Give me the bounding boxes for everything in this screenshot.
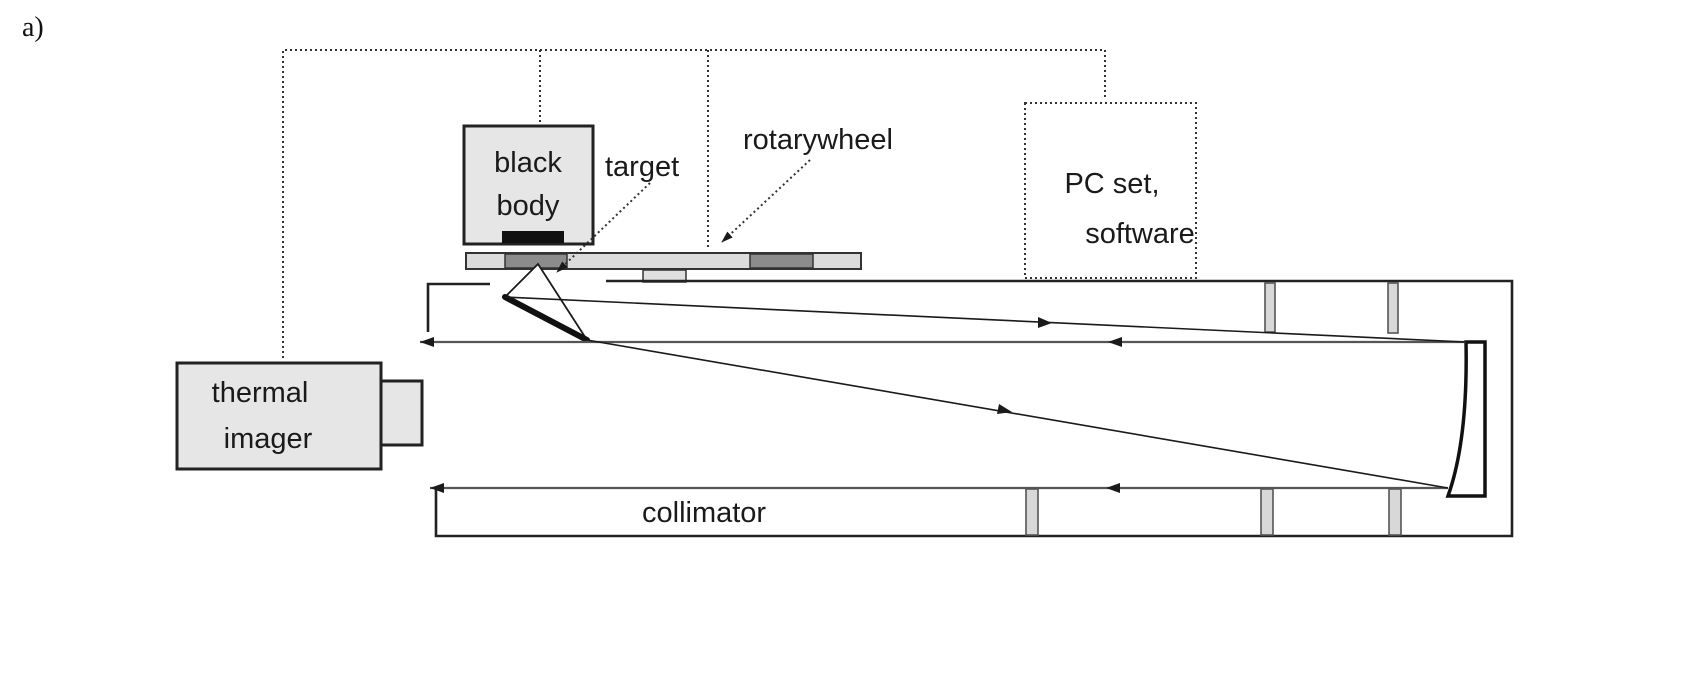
rotary-wheel-pointer-arrow	[721, 159, 811, 243]
arrow-upper-middle	[1108, 337, 1122, 347]
arrow-upper-exit	[420, 337, 434, 347]
arrow-lower-forward	[997, 404, 1012, 414]
pc-set: PC set, software	[1024, 102, 1197, 279]
thermal-imager: thermal imager	[175, 361, 424, 471]
collimator-housing	[434, 279, 1514, 538]
ray-upper-forward	[504, 296, 1467, 343]
collimator-label: collimator	[642, 497, 766, 529]
optical-rays	[420, 296, 1467, 493]
target-label: target	[605, 151, 679, 183]
baffle-bottom-2	[1260, 488, 1274, 536]
baffle-bottom-1	[1025, 488, 1039, 536]
panel-label: a)	[22, 12, 44, 43]
collimator-entrance-lip	[426, 282, 490, 332]
thermal-imager-lens	[379, 379, 424, 447]
black-body-label-line1: black	[494, 147, 562, 179]
concave-mirror	[1445, 340, 1487, 498]
arrow-upper-forward	[1038, 317, 1052, 328]
black-body-box	[462, 124, 595, 246]
arrow-lower-middle	[1106, 483, 1120, 493]
black-body: black body	[462, 124, 595, 246]
collimator-tube: collimator	[426, 279, 1514, 538]
arrow-lower-exit	[430, 483, 444, 493]
black-body-emitter	[502, 231, 564, 243]
target-pointer-arrow	[556, 182, 651, 273]
dotted-connections	[282, 49, 1106, 358]
thermal-imager-label-line2: imager	[224, 423, 313, 455]
baffle-bottom-3	[1388, 488, 1402, 536]
thermal-imager-label-line1: thermal	[212, 377, 309, 409]
rotary-wheel-slot	[749, 253, 814, 269]
ray-lower-forward	[586, 339, 1449, 489]
pc-set-label-line2: software	[1085, 218, 1195, 250]
baffle-top-2	[1387, 282, 1399, 334]
folding-mirror	[502, 294, 590, 343]
baffle-top-1	[1264, 282, 1276, 333]
connection-pc-to-imager	[282, 49, 1106, 358]
rotary-wheel-label: rotarywheel	[743, 124, 893, 156]
pc-set-label-line1: PC set,	[1064, 168, 1159, 200]
pc-set-box	[1024, 102, 1197, 279]
black-body-label-line2: body	[497, 190, 560, 222]
